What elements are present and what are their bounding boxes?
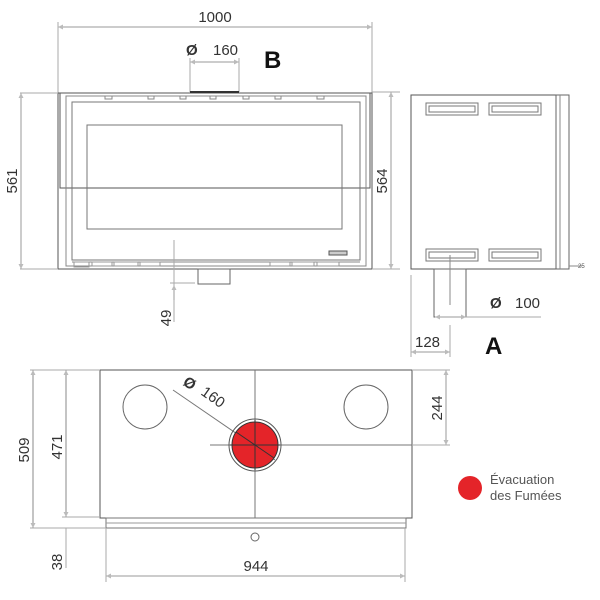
- height-dim-561: 561: [4, 168, 21, 193]
- height-dim-509: 509: [16, 437, 33, 462]
- height-dim-471: 471: [49, 434, 66, 459]
- front-view: [18, 22, 400, 322]
- diameter-symbol: Ø: [490, 295, 502, 312]
- offset-dim-49: 49: [158, 310, 175, 327]
- small-annotation: 25: [578, 264, 585, 270]
- offset-dim-244: 244: [429, 395, 446, 420]
- height-dim-564: 564: [374, 168, 391, 193]
- flue-outlet: [228, 418, 282, 472]
- view-label-a: A: [485, 333, 502, 360]
- diameter-symbol: Ø: [186, 42, 198, 59]
- width-dim-944: 944: [243, 558, 268, 575]
- smoke-exhaust-legend-dot: [458, 476, 482, 500]
- legend-line-2: des Fumées: [490, 488, 562, 503]
- top-view-labels: Ø 160 509 471 38 244 944: [16, 373, 446, 575]
- flue-diameter-front: 160: [213, 42, 238, 59]
- view-label-b: B: [264, 47, 281, 74]
- side-view-labels: Ø 100 128 A 25: [415, 264, 585, 360]
- front-view-labels: 1000 Ø 160 B 561 564 49: [4, 9, 391, 326]
- top-view: [30, 369, 450, 582]
- base-dim-38: 38: [49, 554, 66, 571]
- flue-diameter-top: 160: [198, 383, 228, 411]
- legend: Évacuation des Fumées: [458, 472, 562, 504]
- legend-line-1: Évacuation: [490, 472, 555, 487]
- legend-text: Évacuation des Fumées: [490, 472, 562, 504]
- inlet-diameter: 100: [515, 295, 540, 312]
- width-dim-1000: 1000: [198, 9, 231, 26]
- diameter-symbol: Ø: [180, 373, 200, 394]
- offset-dim-128: 128: [415, 334, 440, 351]
- side-view: [410, 94, 582, 357]
